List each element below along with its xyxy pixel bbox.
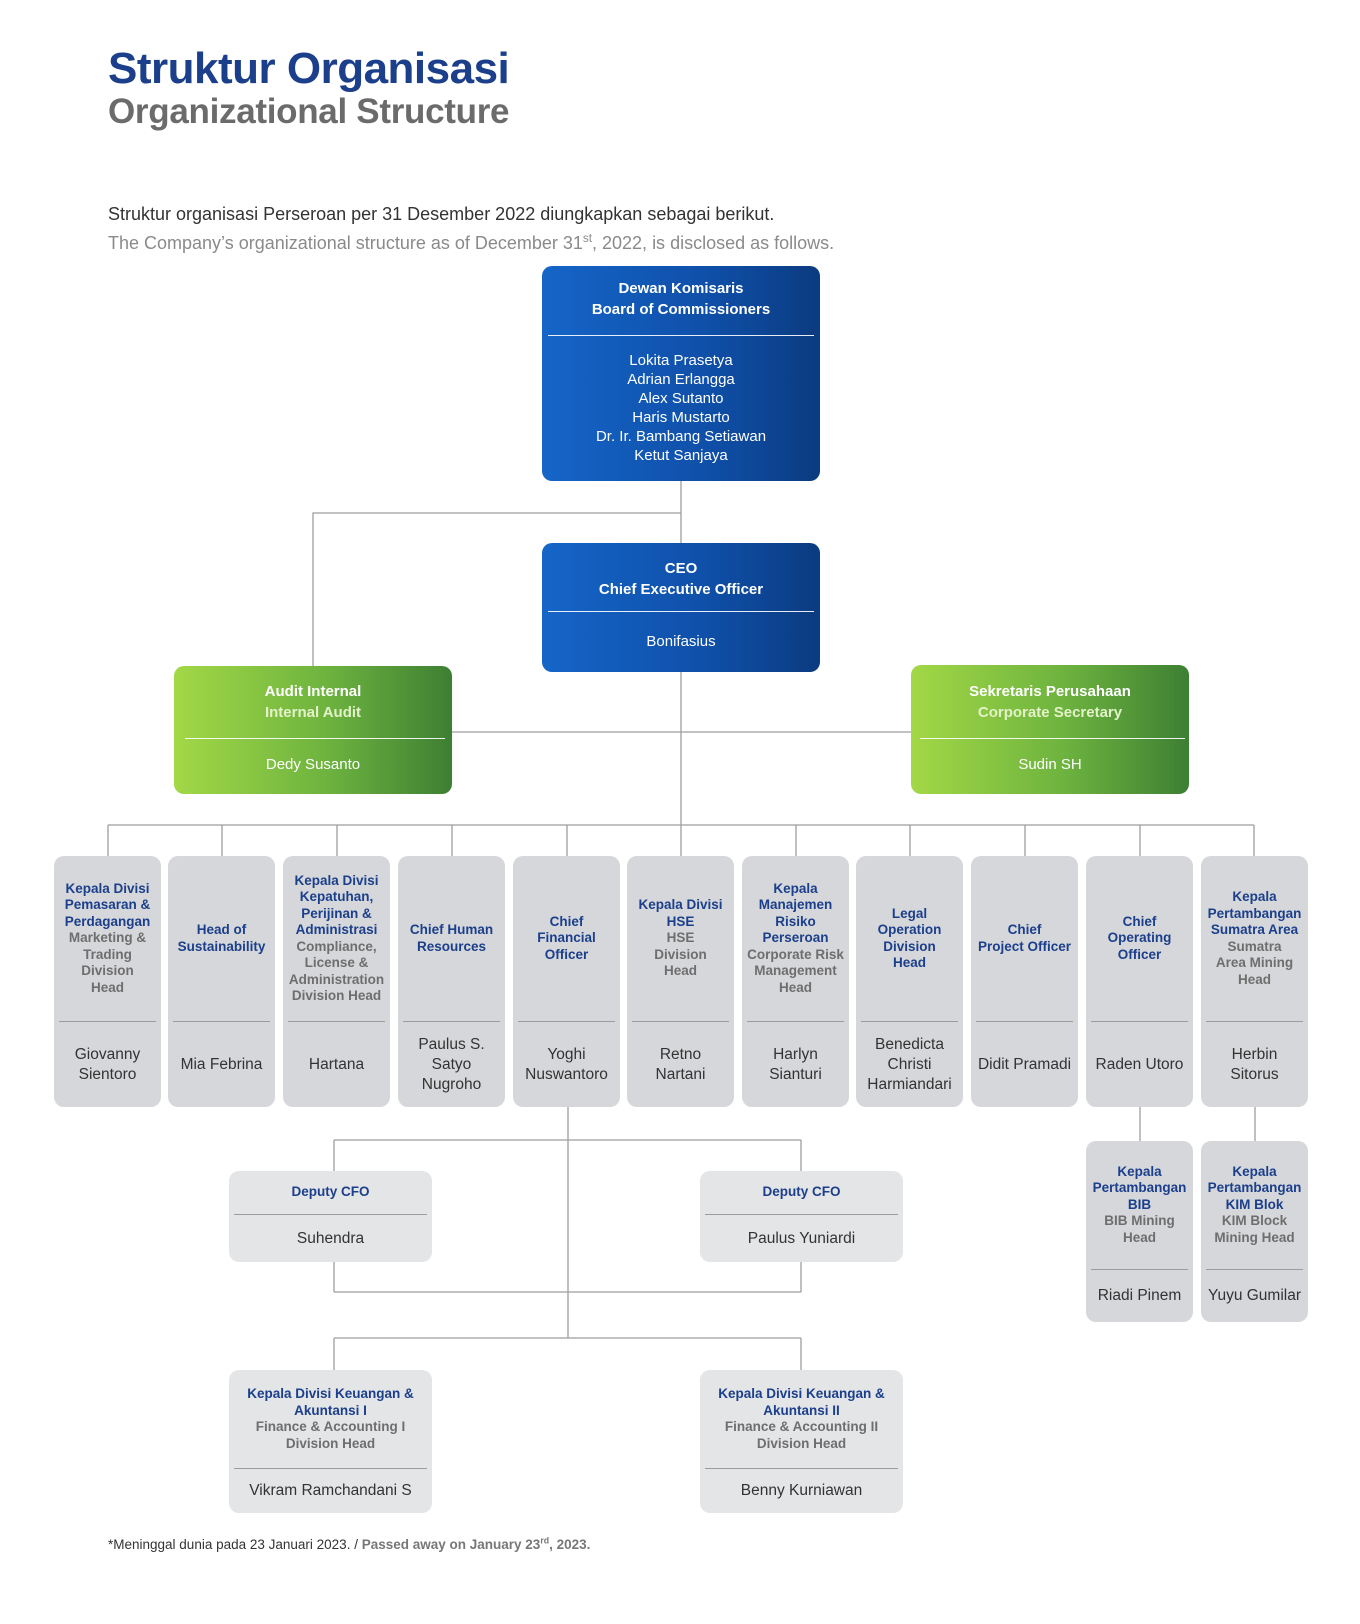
position-title-en: Finance & Accounting II Division Head bbox=[724, 1419, 879, 1451]
position-title-id: Kepala Divisi Keuangan & Akuntansi I bbox=[247, 1386, 414, 1418]
person-name: Benny Kurniawan bbox=[740, 1482, 863, 1499]
person-name: Harlyn Sianturi bbox=[769, 1045, 822, 1083]
person-name: Benedicta Christi Harmiandari bbox=[867, 1035, 952, 1093]
position-title-en: Compliance, License & Administration Div… bbox=[288, 938, 385, 1004]
corporate-secretary-box: Sekretaris Perusahaan Corporate Secretar… bbox=[911, 665, 1189, 794]
position-title-id: Legal Operation Division Head bbox=[877, 905, 942, 971]
position-title-en: Corporate Risk Management Head bbox=[747, 946, 844, 995]
intro-text-id: Struktur organisasi Perseroan per 31 Des… bbox=[108, 204, 775, 224]
deputy-cfo-box: Deputy CFO Suhendra bbox=[229, 1171, 432, 1262]
position-title-id: Deputy CFO bbox=[762, 1184, 841, 1200]
position-title-en: BIB Mining Head bbox=[1104, 1213, 1175, 1245]
position-title-en: Finance & Accounting I Division Head bbox=[255, 1419, 406, 1451]
ceo-title-id: CEO bbox=[664, 560, 698, 577]
position-title-id: Kepala Divisi HSE bbox=[638, 897, 723, 929]
ceo-name: Bonifasius bbox=[646, 633, 716, 650]
person-name: Raden Utoro bbox=[1095, 1055, 1184, 1073]
person-name: Suhendra bbox=[296, 1229, 365, 1247]
secretary-title-en: Corporate Secretary bbox=[977, 704, 1123, 721]
position-title-id: Deputy CFO bbox=[291, 1184, 370, 1200]
board-member-name: Adrian Erlangga bbox=[627, 371, 735, 388]
footnote: *Meninggal dunia pada 23 Januari 2023. /… bbox=[108, 1535, 591, 1552]
secretary-name: Sudin SH bbox=[1018, 756, 1082, 773]
position-title-id: Head of Sustainability bbox=[177, 922, 266, 954]
division-box: Kepala Divisi Kepatuhan, Perijinan & Adm… bbox=[283, 856, 390, 1107]
person-name: Hartana bbox=[308, 1055, 365, 1073]
person-name: Mia Febrina bbox=[180, 1055, 263, 1073]
board-member-name: Alex Sutanto bbox=[638, 390, 724, 407]
position-title-en: HSE Division Head bbox=[654, 930, 707, 979]
position-title-id: Kepala Pertambangan Sumatra Area bbox=[1207, 889, 1302, 937]
position-title-id: Chief Operating Officer bbox=[1107, 913, 1172, 962]
audit-name: Dedy Susanto bbox=[265, 756, 361, 773]
audit-title-en: Internal Audit bbox=[264, 704, 362, 721]
person-name: Yuyu Gumilar bbox=[1207, 1287, 1302, 1304]
position-title-id: Kepala Divisi Pemasaran & Perdagangan bbox=[64, 880, 151, 929]
person-name: Vikram Ramchandani S bbox=[249, 1482, 412, 1499]
position-title-id: Kepala Divisi Keuangan & Akuntansi II bbox=[718, 1386, 885, 1418]
internal-audit-box: Audit Internal Internal Audit Dedy Susan… bbox=[174, 666, 452, 794]
position-title-id: Kepala Manajemen Risiko Perseroan bbox=[758, 880, 833, 946]
board-member-name: Dr. Ir. Bambang Setiawan bbox=[595, 428, 767, 445]
board-of-commissioners-box: Dewan Komisaris Board of Commissioners L… bbox=[542, 266, 820, 481]
position-title-en: KIM Block Mining Head bbox=[1214, 1213, 1295, 1245]
position-title-id: Kepala Pertambangan KIM Blok bbox=[1207, 1163, 1302, 1212]
deputy-cfo-box: Deputy CFO Paulus Yuniardi bbox=[700, 1171, 903, 1262]
ceo-title-en: Chief Executive Officer bbox=[598, 581, 764, 598]
person-name: Herbin Sitorus bbox=[1230, 1045, 1279, 1083]
position-title-en: Marketing & Trading Division Head bbox=[68, 930, 147, 995]
board-title-id: Dewan Komisaris bbox=[618, 280, 744, 297]
person-name: Paulus S. Satyo Nugroho bbox=[418, 1035, 485, 1093]
page-subtitle: Organizational Structure bbox=[108, 92, 510, 131]
position-title-en: Sumatra Area Mining Head bbox=[1215, 938, 1294, 987]
person-name: Paulus Yuniardi bbox=[747, 1229, 856, 1247]
position-title-id: Chief Financial Officer bbox=[537, 913, 596, 962]
secretary-title-id: Sekretaris Perusahaan bbox=[969, 683, 1131, 700]
board-title-en: Board of Commissioners bbox=[591, 301, 771, 318]
person-name: Didit Pramadi bbox=[977, 1055, 1072, 1073]
ceo-box: CEO Chief Executive Officer Bonifasius bbox=[542, 543, 820, 672]
position-title-id: Kepala Divisi Kepatuhan, Perijinan & Adm… bbox=[294, 872, 379, 938]
board-member-name: Haris Mustarto bbox=[632, 409, 730, 426]
position-title-id: Kepala Pertambangan BIB bbox=[1092, 1163, 1187, 1212]
person-name: Retno Nartani bbox=[655, 1045, 706, 1083]
board-member-name: Ketut Sanjaya bbox=[634, 447, 728, 464]
position-title-id: Chief Human Resources bbox=[409, 922, 494, 954]
person-name: Giovanny Sientoro bbox=[74, 1045, 141, 1083]
page-title: Struktur Organisasi bbox=[108, 44, 510, 93]
position-title-id: Chief Project Officer bbox=[977, 922, 1072, 954]
audit-title-id: Audit Internal bbox=[264, 683, 362, 700]
person-name: Riadi Pinem bbox=[1097, 1287, 1182, 1304]
board-member-name: Lokita Prasetya bbox=[629, 352, 733, 369]
intro-text-en: The Company’s organizational structure a… bbox=[108, 232, 835, 253]
person-name: Yoghi Nuswantoro bbox=[525, 1045, 608, 1083]
